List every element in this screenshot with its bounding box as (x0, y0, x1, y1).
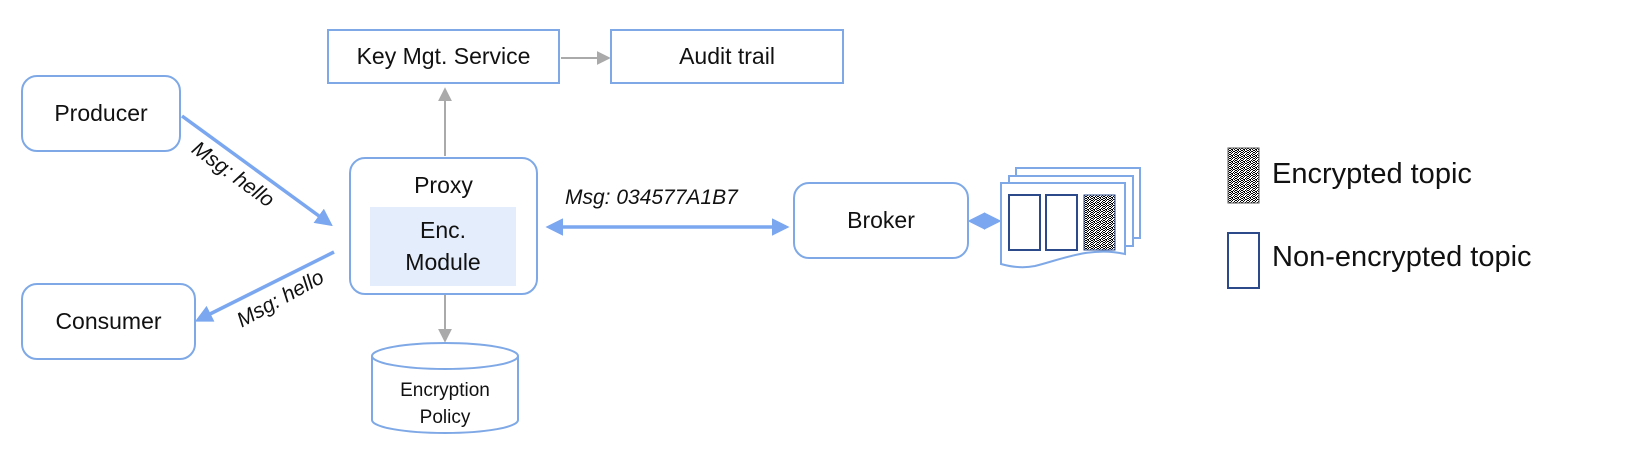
key-mgt-service-label: Key Mgt. Service (356, 42, 531, 69)
enc-module-label-line1: Enc. (419, 217, 467, 244)
producer-node: Producer (21, 75, 181, 152)
consumer-label: Consumer (55, 307, 162, 334)
legend-encrypted-icon (1227, 147, 1260, 204)
legend-non-encrypted-icon (1227, 232, 1260, 289)
encryption-policy-cylinder (371, 342, 519, 434)
encryption-policy-label: Encryption Policy (372, 378, 518, 431)
audit-trail-node: Audit trail (610, 29, 844, 84)
topic-storage-stack (1000, 167, 1141, 269)
legend-non-encrypted-label: Non-encrypted topic (1272, 241, 1532, 273)
producer-label: Producer (54, 99, 148, 126)
audit-trail-label: Audit trail (679, 42, 775, 69)
arrow-producer-to-proxy (180, 114, 333, 227)
edge-label-proxy-broker: Msg: 034577A1B7 (565, 186, 738, 209)
enc-module-node: Enc. Module (370, 207, 516, 286)
legend-encrypted-label: Encrypted topic (1272, 158, 1472, 190)
encrypted-topic-icon (1083, 194, 1116, 251)
arrow-proxy-to-consumer (194, 250, 335, 322)
enc-module-label-line2: Module (405, 248, 481, 275)
encryption-policy-label-line1: Encryption (400, 380, 490, 401)
key-mgt-service-node: Key Mgt. Service (327, 29, 560, 84)
non-encrypted-topic-icon (1045, 194, 1078, 251)
encryption-policy-label-line2: Policy (419, 406, 471, 428)
proxy-label: Proxy (414, 172, 473, 198)
consumer-node: Consumer (21, 283, 196, 360)
broker-label: Broker (847, 206, 915, 233)
broker-node: Broker (793, 182, 969, 259)
non-encrypted-topic-icon (1008, 194, 1041, 251)
